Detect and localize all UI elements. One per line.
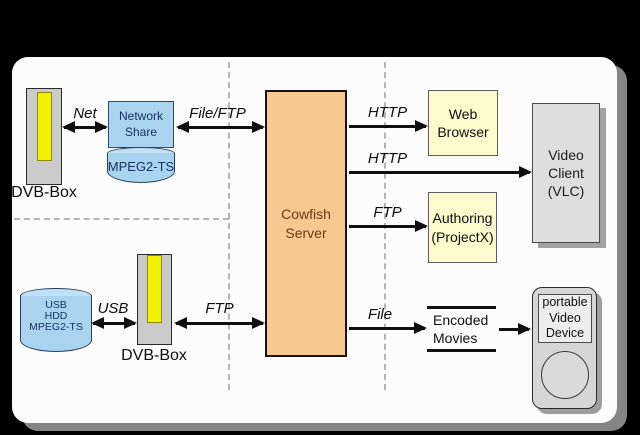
ftp-authoring-label: FTP [373, 204, 402, 221]
portable-video-device-node: portable Video Device [532, 287, 597, 409]
http-client-label: HTTP [367, 150, 408, 167]
dvb-box-top [26, 88, 62, 185]
divider-horizontal [14, 218, 229, 220]
http-browser-arrow [347, 120, 428, 133]
ftp-server-label: FTP [205, 300, 234, 317]
usb-hdd-cylinder: USB HDD MPEG2-TS [20, 288, 92, 352]
net-label: Net [73, 105, 97, 122]
net-arrow [62, 121, 108, 134]
encoded-movies-node: Encoded Movies [427, 306, 496, 352]
dvb-box-bottom [137, 254, 172, 345]
file-ftp-label: File/FTP [189, 105, 246, 122]
usb-arrow [91, 317, 137, 330]
portable-device-screen: portable Video Device [538, 294, 592, 343]
dvb-box-bottom-slot-icon [147, 255, 162, 323]
http-browser-label: HTTP [367, 104, 408, 121]
mpeg2-ts-cylinder: MPEG2-TS [107, 147, 175, 183]
cylinder-body-icon [20, 296, 92, 352]
usb-hdd-label: USB HDD MPEG2-TS [29, 299, 83, 333]
file-ftp-arrow [176, 121, 265, 134]
portable-device-wheel-icon [541, 351, 589, 399]
ftp-authoring-arrow [347, 220, 428, 233]
network-share-node: Network Share [108, 101, 174, 148]
divider-vertical-left [228, 62, 230, 390]
dvb-box-bottom-label: DVB-Box [121, 347, 187, 364]
ftp-server-arrow [174, 317, 265, 330]
cowfish-server-node: Cowfish Server [265, 90, 347, 357]
dvb-box-top-label: DVB-Box [11, 184, 77, 201]
mpeg2-ts-label: MPEG2-TS [107, 159, 175, 174]
movies-device-arrow [497, 323, 531, 336]
video-client-node: Video Client (VLC) [532, 103, 600, 243]
usb-label: USB [97, 300, 129, 317]
http-client-arrow [347, 166, 532, 179]
file-movies-arrow [347, 322, 427, 335]
dvb-box-top-slot-icon [37, 92, 52, 161]
web-browser-node: Web Browser [428, 90, 498, 156]
cylinder-body-icon [107, 153, 175, 183]
authoring-node: Authoring (ProjectX) [428, 192, 497, 263]
file-movies-label: File [367, 306, 393, 323]
